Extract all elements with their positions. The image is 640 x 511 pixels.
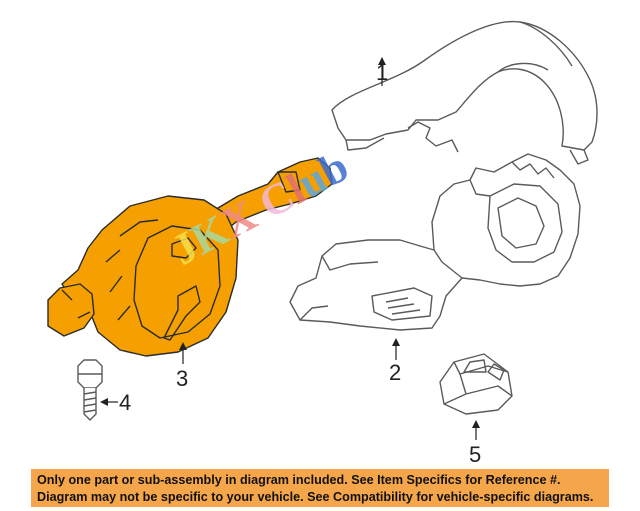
callout-number: 4 (119, 390, 131, 415)
callout-1: 1 (376, 57, 388, 86)
callout-4: 4 (100, 390, 131, 415)
callout-number: 5 (469, 442, 481, 467)
callout-5: 5 (469, 420, 481, 467)
screw-part (77, 359, 103, 421)
arrow-icon (179, 342, 187, 350)
switch-part (439, 353, 513, 415)
callout-number: 2 (389, 360, 401, 385)
disclaimer-line-2: Diagram may not be specific to your vehi… (37, 490, 594, 504)
arrow-icon (472, 420, 480, 428)
disclaimer-banner: Only one part or sub-assembly in diagram… (31, 469, 609, 507)
lower-column-cover (289, 153, 581, 331)
upper-column-cover (331, 20, 598, 165)
callout-3: 3 (176, 342, 188, 391)
arrow-icon (100, 398, 108, 406)
combination-switch-part (47, 157, 333, 357)
arrow-icon (378, 57, 386, 65)
callout-number: 3 (176, 366, 188, 391)
callout-number: 1 (376, 60, 388, 85)
callout-2: 2 (389, 338, 401, 385)
arrow-icon (392, 338, 400, 346)
disclaimer-line-1: Only one part or sub-assembly in diagram… (37, 473, 561, 487)
